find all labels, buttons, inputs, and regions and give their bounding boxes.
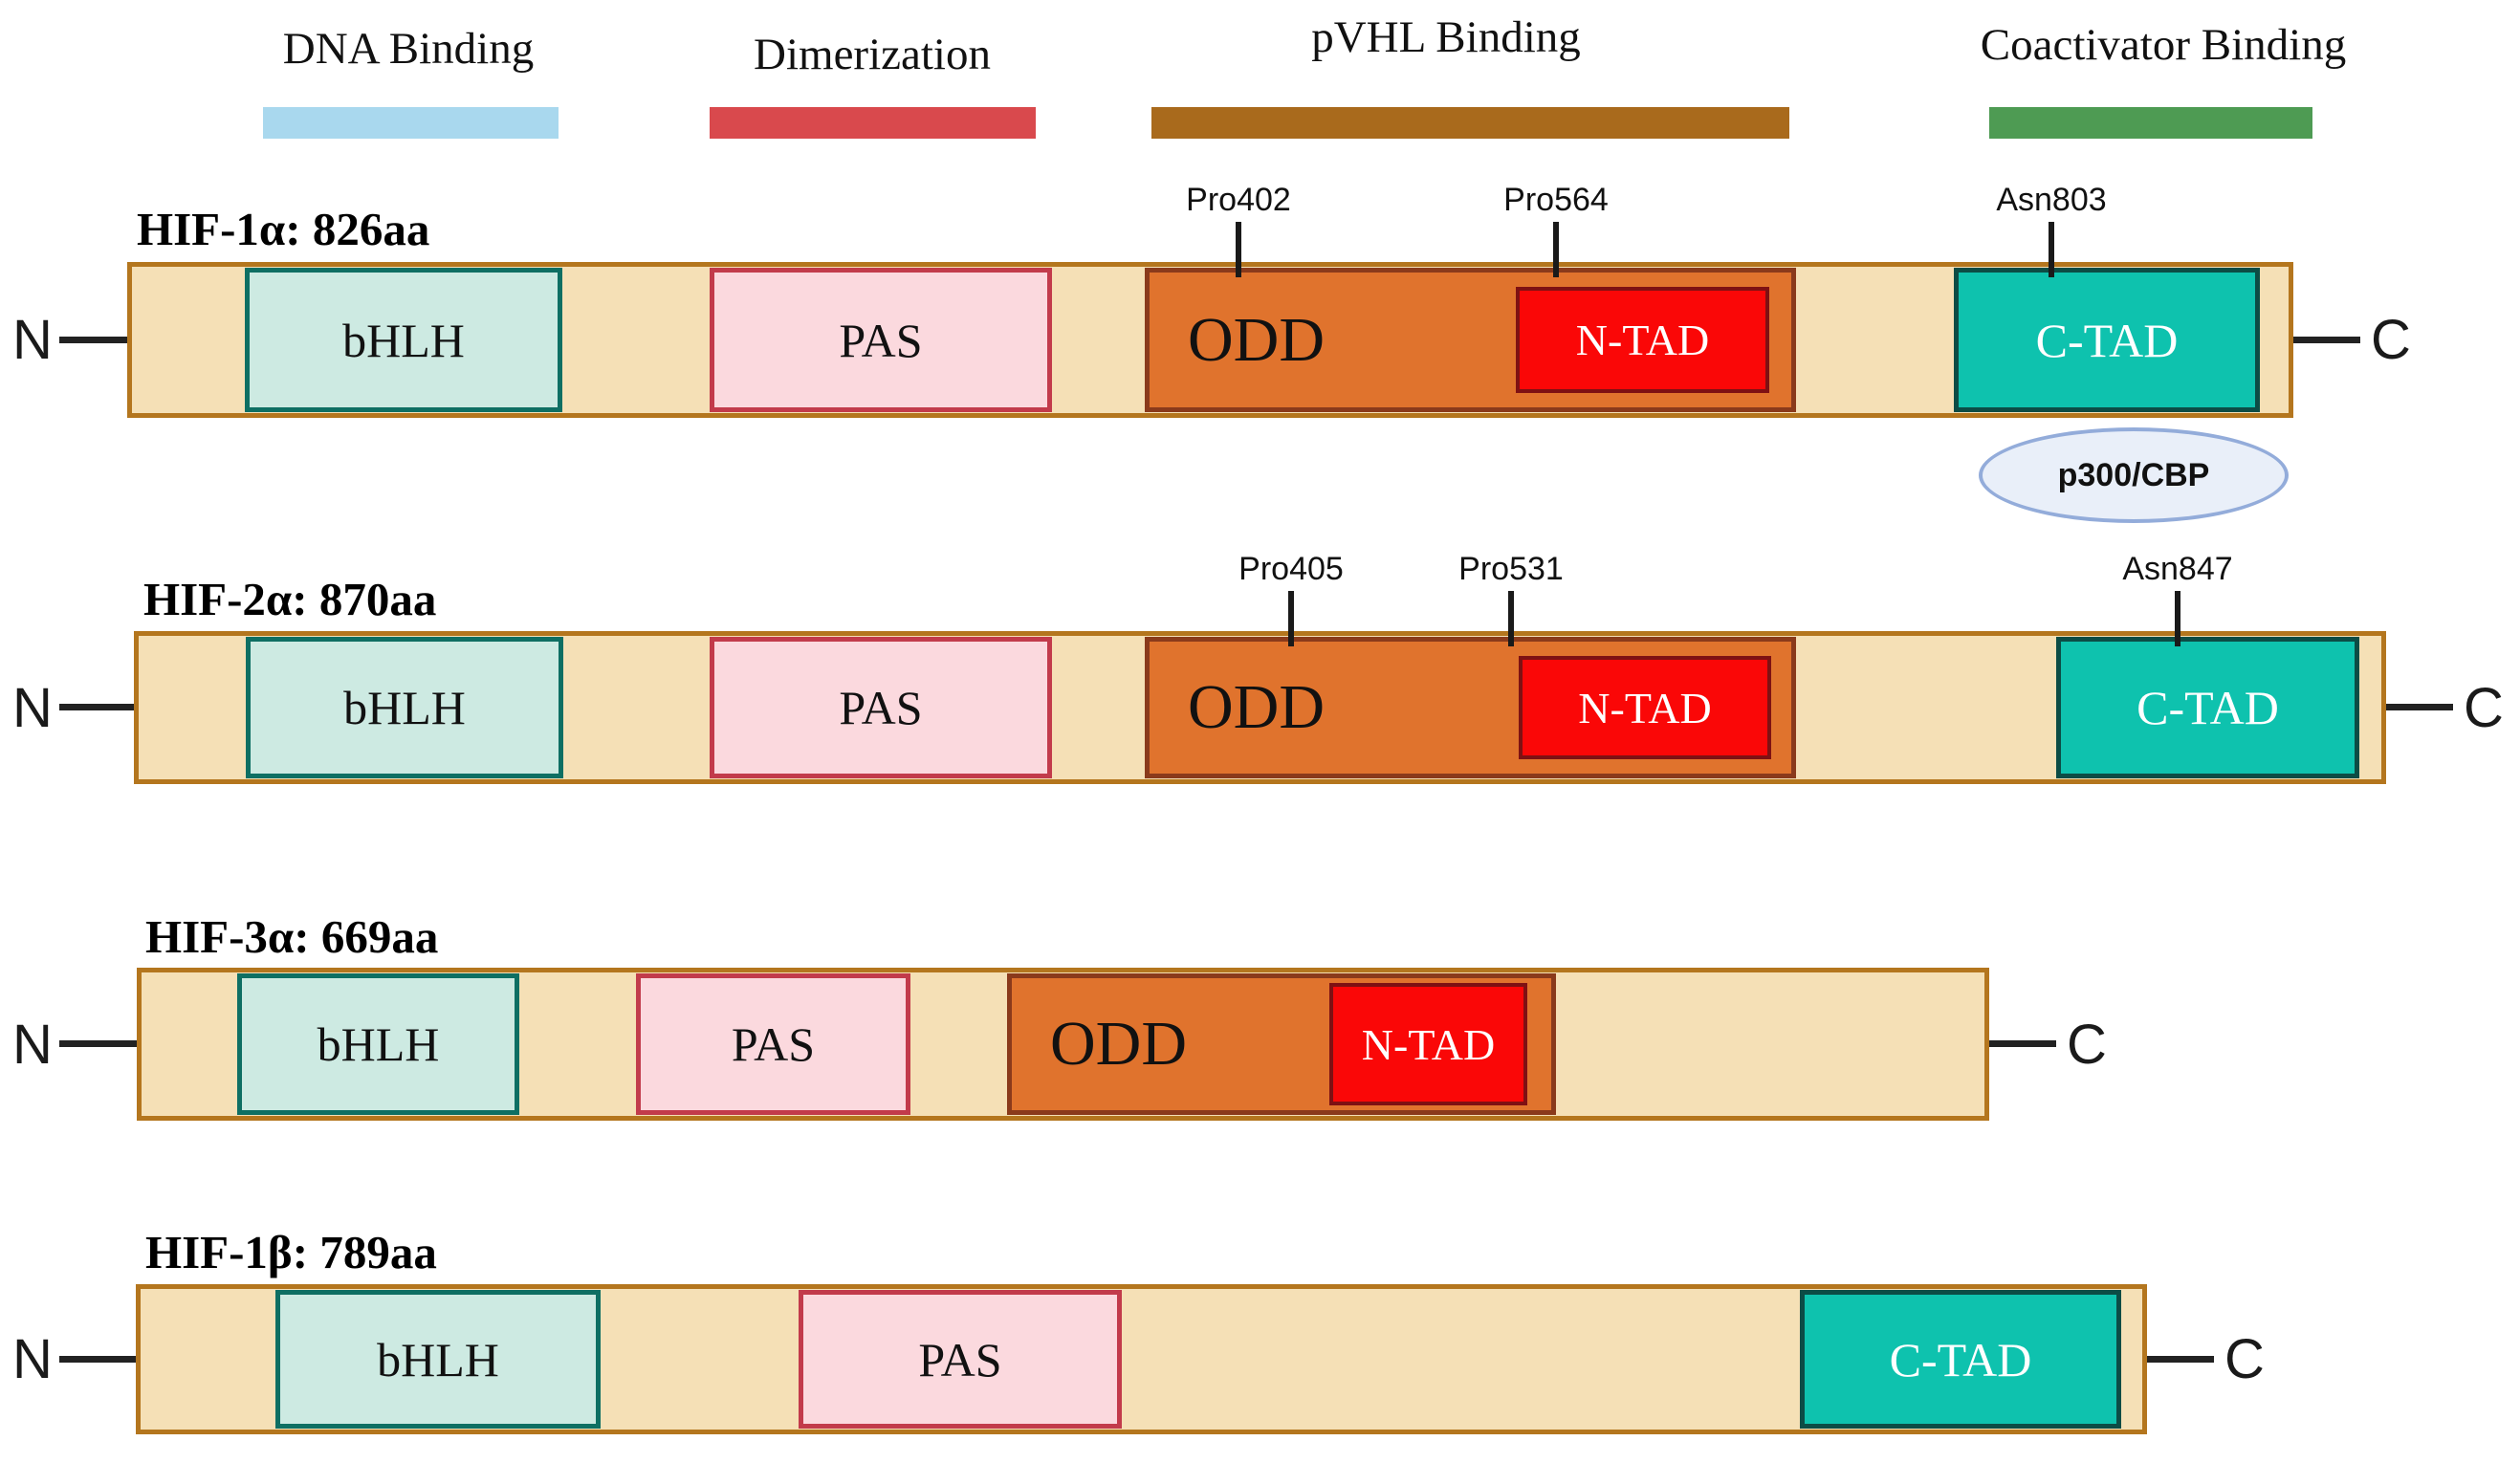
n-terminus-line (59, 704, 134, 710)
domain-label: bHLH (377, 1332, 499, 1387)
domain-pas-box: PAS (636, 973, 910, 1115)
domain-label: bHLH (317, 1017, 440, 1071)
legend: DNA Binding Dimerization pVHL Binding Coact… (0, 0, 2520, 153)
legend-label: Dimerization (754, 30, 991, 79)
residue-marker-label: Pro564 (1503, 182, 1609, 218)
domain-label: C-TAD (1889, 1332, 2032, 1387)
c-terminus-label: C (2224, 1328, 2265, 1390)
residue-marker-label: Pro405 (1238, 551, 1344, 587)
row-title: HIF-1α: 826aa (137, 203, 430, 255)
c-terminus-line (2386, 704, 2453, 710)
domain-label: N-TAD (1361, 1019, 1496, 1069)
domain-label: bHLH (343, 681, 466, 734)
residue-marker-tick (1508, 591, 1514, 646)
row-title: HIF-1β: 789aa (145, 1226, 437, 1278)
residue-marker-label: Asn847 (2122, 551, 2233, 587)
domain-ctad-box: C-TAD (2056, 637, 2359, 778)
n-terminus-line (59, 1355, 136, 1363)
n-terminus-line (59, 336, 127, 343)
legend-color-bar (1989, 107, 2312, 139)
domain-label: N-TAD (1575, 316, 1710, 364)
domain-ctad-box: C-TAD (1954, 268, 2260, 412)
c-terminus-line (1989, 1040, 2056, 1047)
domain-label: ODD (1188, 304, 1325, 375)
c-terminus-label: C (2464, 676, 2504, 739)
domain-ntad-box: N-TAD (1519, 656, 1771, 759)
domain-label: PAS (839, 313, 923, 367)
n-terminus-label: N (12, 1013, 53, 1076)
domain-label: N-TAD (1578, 683, 1712, 732)
domain-label: C-TAD (2137, 681, 2279, 734)
n-terminus-label: N (12, 309, 53, 371)
domain-ctad-box: C-TAD (1800, 1290, 2121, 1429)
domain-label: ODD (1050, 1009, 1187, 1079)
domain-pas-box: PAS (710, 268, 1052, 412)
domain-label: bHLH (342, 313, 465, 367)
residue-marker-tick (1553, 222, 1559, 277)
legend-color-bar (1151, 107, 1789, 139)
domain-bhlh-box: bHLH (246, 637, 563, 778)
legend-color-bar (263, 107, 559, 139)
domain-label: PAS (918, 1332, 1002, 1387)
residue-marker-label: Pro402 (1186, 182, 1291, 218)
domain-label: PAS (731, 1017, 816, 1071)
residue-marker-tick (2049, 222, 2054, 277)
residue-marker-tick (1236, 222, 1241, 277)
domain-pas-box: PAS (799, 1290, 1122, 1429)
coactivator-ellipse: p300/CBP (1979, 427, 2289, 523)
row-title: HIF-2α: 870aa (143, 573, 437, 625)
domain-ntad-box: N-TAD (1329, 983, 1527, 1105)
domain-label: C-TAD (2035, 313, 2179, 367)
residue-marker-label: Pro531 (1458, 551, 1564, 587)
domain-ntad-box: N-TAD (1516, 287, 1769, 393)
n-terminus-line (59, 1040, 137, 1047)
legend-label: Coactivator Binding (1980, 20, 2347, 70)
c-terminus-label: C (2067, 1013, 2107, 1076)
domain-label: PAS (839, 681, 923, 734)
n-terminus-label: N (12, 1328, 53, 1390)
legend-color-bar (710, 107, 1036, 139)
domain-label: ODD (1188, 672, 1325, 742)
domain-bhlh-box: bHLH (245, 268, 562, 412)
residue-marker-tick (2175, 591, 2180, 646)
c-terminus-line (2147, 1355, 2214, 1363)
domain-pas-box: PAS (710, 637, 1052, 778)
domain-bhlh-box: bHLH (275, 1290, 601, 1429)
legend-label: DNA Binding (282, 24, 535, 74)
c-terminus-label: C (2371, 309, 2411, 371)
n-terminus-label: N (12, 676, 53, 739)
domain-bhlh-box: bHLH (237, 973, 519, 1115)
residue-marker-tick (1288, 591, 1294, 646)
residue-marker-label: Asn803 (1996, 182, 2107, 218)
legend-label: pVHL Binding (1311, 12, 1581, 62)
row-title: HIF-3α: 669aa (145, 910, 439, 963)
c-terminus-line (2293, 336, 2360, 343)
